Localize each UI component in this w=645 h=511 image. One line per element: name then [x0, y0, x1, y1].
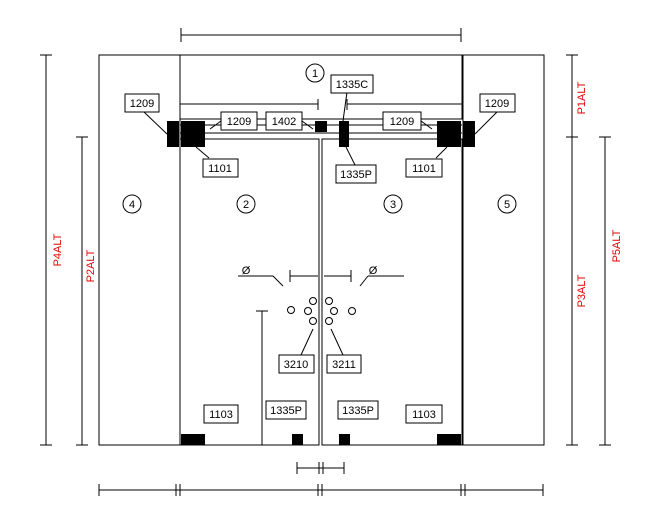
dimension-label-p5: P5ALT: [611, 229, 623, 262]
bottom-patch-block-left-center: [292, 434, 303, 445]
dimension-label-p4: P4ALT: [52, 233, 64, 266]
label-patch-bottom-right-center: 1335P: [342, 405, 374, 417]
diameter-label-right: Ø: [369, 265, 378, 277]
bottom-patch-block-right: [437, 434, 461, 445]
hole-left-top: [309, 297, 317, 305]
hinge-block-left-inner: [181, 121, 205, 147]
label-hinge-top-left-outer: 1209: [130, 98, 154, 110]
hinge-block-right-inner: [437, 121, 461, 147]
bottom-patch-block-left: [181, 434, 205, 445]
part-labels: 1209 1209 1402 1335C 1209 1209 1101 1335…: [124, 74, 516, 424]
hole-left-outer: [287, 306, 295, 314]
leader-lines: [143, 91, 498, 356]
label-hinge-top-right-inner: 1209: [390, 116, 414, 128]
panel-5-right-sidelite: [462, 54, 545, 446]
dimension-label-p3: P3ALT: [576, 274, 588, 307]
panel-4-left-sidelite: [98, 54, 181, 446]
bottom-patch-block-right-center: [339, 434, 350, 445]
panel-number-5: 5: [504, 199, 510, 211]
label-handle-left: 3210: [284, 359, 308, 371]
label-hinge-top-left-inner: 1209: [227, 116, 251, 128]
label-patch-bottom-left: 1103: [209, 409, 233, 421]
dimension-label-p2: P2ALT: [85, 249, 97, 282]
panel-number-2: 2: [243, 199, 249, 211]
panel-number-4: 4: [129, 199, 135, 211]
panel-number-circles: 1 2 3 4 5: [122, 63, 517, 214]
vertical-dimension-lines: [40, 54, 611, 446]
label-patch-top-left: 1101: [208, 163, 232, 175]
panel-1-transom: [179, 54, 463, 120]
bottom-dimension-line: [98, 484, 544, 496]
top-hardware: [167, 121, 475, 147]
hole-left-bottom: [309, 317, 317, 325]
patch-block-center: [339, 121, 349, 147]
closer-block-center: [315, 121, 327, 132]
bottom-hardware: [181, 434, 461, 445]
hinge-block-left-outer: [167, 121, 179, 147]
panel-number-1: 1: [312, 68, 318, 80]
hole-right-outer: [348, 307, 356, 315]
panel-number-3: 3: [390, 199, 396, 211]
label-handle-right: 3211: [332, 359, 356, 371]
hole-right-bottom: [325, 317, 333, 325]
label-closer-center: 1402: [272, 116, 296, 128]
hole-right-top: [325, 297, 333, 305]
pull-handle-line: [256, 310, 268, 445]
panel-2-left-door: [179, 138, 320, 446]
dimension-labels: P4ALT P2ALT P1ALT P3ALT P5ALT: [52, 81, 623, 307]
top-dimension-line: [180, 28, 462, 42]
label-hinge-top-right-outer: 1209: [485, 98, 509, 110]
diameter-label-left: Ø: [242, 265, 251, 277]
hole-right-mid: [330, 307, 338, 315]
label-patch-bottom-right: 1103: [412, 409, 436, 421]
label-patch-bottom-left-center: 1335P: [270, 405, 302, 417]
panel-3-right-door: [321, 138, 463, 446]
label-header-right: 1335C: [336, 79, 368, 91]
label-patch-top-right: 1101: [412, 163, 436, 175]
hole-left-mid: [304, 307, 312, 315]
hinge-block-right-outer: [463, 121, 475, 147]
diameter-markers: [238, 270, 404, 287]
label-patch-top-center: 1335P: [340, 169, 372, 181]
handle-holes: [287, 297, 356, 325]
dimension-label-p1: P1ALT: [576, 81, 588, 114]
gap-dimension: [296, 462, 345, 474]
